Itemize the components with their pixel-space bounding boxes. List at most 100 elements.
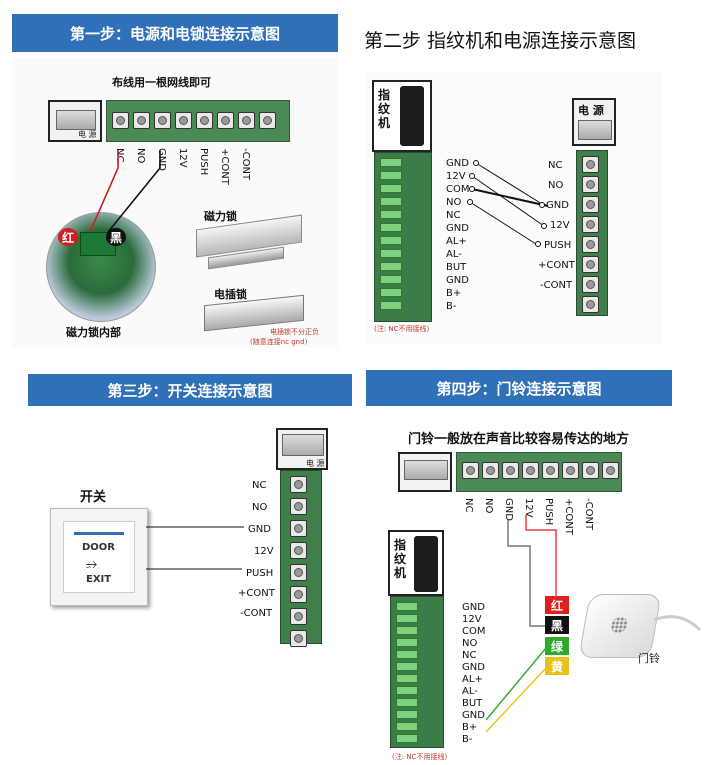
step2-pin: COM: [446, 184, 470, 195]
exit-text: EXIT: [86, 574, 112, 585]
step1-psu-label: 电 源: [78, 130, 97, 139]
screw-terminal: [562, 462, 579, 479]
step2-pin: B-: [446, 301, 457, 312]
step3-psu-term: NO: [252, 502, 268, 513]
maglock-inner-label: 磁力锁内部: [66, 326, 121, 339]
step2-wire-com: [471, 188, 549, 207]
screw-terminal: [290, 564, 307, 581]
green-terminal: [380, 223, 402, 232]
green-terminal: [380, 301, 402, 310]
screw-terminal: [290, 476, 307, 493]
step3-psu-term: PUSH: [246, 568, 274, 579]
step4-wire-yellow: [485, 667, 547, 733]
step4-pin: 12V: [462, 614, 482, 625]
screw-terminal: [582, 216, 599, 233]
step4-pin: AL-: [462, 686, 478, 697]
green-terminal: [396, 638, 418, 647]
step4-pin: COM: [462, 626, 486, 637]
step4-pin: BUT: [462, 698, 483, 709]
step2-pin: BUT: [446, 262, 467, 273]
step2-fingerprint-device: 指纹机: [372, 80, 432, 152]
step3-psu-term: 12V: [254, 546, 274, 557]
screw-terminal: [175, 112, 192, 129]
green-terminal: [380, 275, 402, 284]
screw-terminal: [582, 236, 599, 253]
black-tag: 黑: [106, 228, 126, 246]
screw-terminal: [112, 112, 129, 129]
step1-banner: 第一步：电源和电锁连接示意图: [12, 14, 338, 52]
door-text: DOOR: [82, 542, 116, 553]
green-terminal: [380, 184, 402, 193]
green-terminal: [396, 650, 418, 659]
step4-pin: AL+: [462, 674, 483, 685]
screw-terminal: [582, 156, 599, 173]
step2-psu-term: PUSH: [544, 240, 572, 251]
step4-pin: GND: [462, 662, 485, 673]
step4-subtitle: 门铃一般放在声音比较容易传达的地方: [408, 432, 630, 447]
strike-note1: 电插锁不分正负: [270, 328, 319, 336]
green-terminal: [396, 698, 418, 707]
step2-pin: NO: [446, 197, 462, 208]
step4-note: (注: NC不用接线): [392, 753, 448, 761]
screw-terminal: [290, 630, 307, 647]
screw-terminal: [259, 112, 276, 129]
step4-pin: GND: [462, 602, 485, 613]
step2-wire-gnd: [475, 162, 543, 205]
green-terminal: [396, 674, 418, 683]
green-terminal: [396, 686, 418, 695]
step2-pin: B+: [446, 288, 462, 299]
step1-subtitle: 布线用一根网线即可: [112, 76, 211, 89]
step3-psu-term: GND: [248, 524, 271, 535]
switch-title: 开关: [80, 490, 107, 505]
step2-pin: GND: [446, 275, 469, 286]
red-tag: 红: [58, 228, 78, 246]
green-terminal: [380, 197, 402, 206]
step2-psu: 电 源: [572, 98, 616, 146]
green-terminal: [396, 662, 418, 671]
wire-tag-yellow: 黄: [545, 657, 569, 675]
green-terminal: [396, 710, 418, 719]
step4-pin: NC: [462, 650, 477, 661]
step2-pin: GND: [446, 223, 469, 234]
screw-terminal: [582, 256, 599, 273]
step2-device-body: [400, 86, 424, 146]
green-terminal: [380, 262, 402, 271]
screw-terminal: [582, 296, 599, 313]
step4-pin: B+: [462, 722, 478, 733]
green-terminal: [380, 158, 402, 167]
step2-psu-term: 12V: [550, 220, 570, 231]
step4-wire-black: [507, 520, 545, 627]
screw-terminal: [582, 276, 599, 293]
step4-wire-green: [485, 647, 547, 721]
step3-psu-term: NC: [252, 480, 267, 491]
screw-terminal: [602, 462, 619, 479]
screw-terminal: [482, 462, 499, 479]
step2-note: (注: NC不用接线): [374, 325, 430, 333]
doorbell-cable: [653, 615, 702, 632]
step2-psu-term: NO: [548, 180, 564, 191]
strike-note2: (随意连接nc gnd): [250, 338, 308, 346]
screw-terminal: [502, 462, 519, 479]
screw-terminal: [290, 586, 307, 603]
screw-terminal: [582, 176, 599, 193]
step3-psu-term: -CONT: [240, 608, 273, 619]
step3-psu: 电 源: [276, 428, 328, 470]
step4-pin: B-: [462, 734, 473, 745]
green-terminal: [396, 626, 418, 635]
screw-terminal: [582, 462, 599, 479]
step2-psu-term: GND: [546, 200, 569, 211]
screw-terminal: [290, 520, 307, 537]
screw-terminal: [290, 608, 307, 625]
step4-pin: NO: [462, 638, 478, 649]
screw-terminal: [542, 462, 559, 479]
step2-pin: NC: [446, 210, 461, 221]
maglock-title: 磁力锁: [204, 210, 237, 223]
screw-terminal: [238, 112, 255, 129]
wire-tag-green: 绿: [545, 637, 569, 655]
step4-banner: 第四步：门铃连接示意图: [366, 370, 672, 406]
screw-terminal: [290, 542, 307, 559]
screw-terminal: [196, 112, 213, 129]
step3-psu-term: +CONT: [238, 588, 275, 599]
step1-wire-red: [89, 150, 119, 233]
green-terminal: [396, 722, 418, 731]
